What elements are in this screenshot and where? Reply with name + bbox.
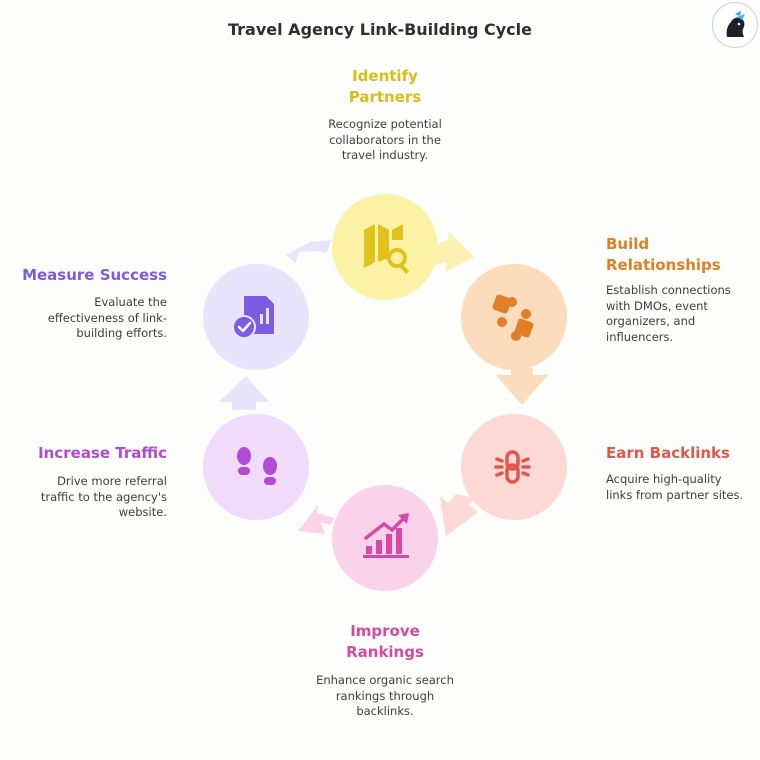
node-build-relationships: [461, 264, 567, 370]
node-improve-rankings: [332, 485, 438, 591]
footprints-icon: [237, 447, 277, 485]
step-title-earn: Earn Backlinks: [606, 444, 730, 462]
logo: [712, 2, 758, 48]
cycle-arrow-measure-to-identify: [286, 240, 332, 263]
diagram-title: Travel Agency Link-Building Cycle: [228, 20, 532, 39]
node-earn-backlinks: [461, 414, 567, 520]
step-title-traffic: Increase Traffic: [38, 444, 167, 462]
puzzle-pieces-icon: [492, 294, 534, 341]
step-title-build: Build Relationships: [606, 235, 721, 274]
step-title-improve: Improve Rankings: [346, 622, 424, 661]
node-increase-traffic: [203, 414, 309, 520]
cycle-arrow-improve-to-traffic: [298, 505, 334, 534]
step-desc-improve: Enhance organic search rankings through …: [316, 673, 454, 718]
step-desc-traffic: Drive more referral traffic to the agenc…: [40, 474, 167, 519]
step-desc-earn: Acquire high-quality links from partner …: [606, 472, 744, 502]
step-desc-identify: Recognize potential collaborators in the…: [328, 117, 442, 162]
step-desc-measure: Evaluate the effectiveness of link- buil…: [47, 295, 167, 340]
step-desc-build: Establish connections with DMOs, event o…: [606, 283, 731, 344]
cycle-arrow-earn-to-improve: [440, 494, 478, 536]
cycle-arrow-build-to-earn: [496, 368, 548, 405]
profile-avatar-icon: [726, 11, 745, 37]
link-icon: [494, 450, 531, 484]
report-check-icon: [232, 296, 274, 339]
step-title-identify: Identify Partners: [348, 67, 422, 106]
map-search-icon: [364, 224, 410, 274]
cycle-arrow-traffic-to-measure: [219, 376, 269, 410]
step-title-measure: Measure Success: [22, 266, 167, 284]
bar-chart-growth-icon: [363, 513, 409, 558]
